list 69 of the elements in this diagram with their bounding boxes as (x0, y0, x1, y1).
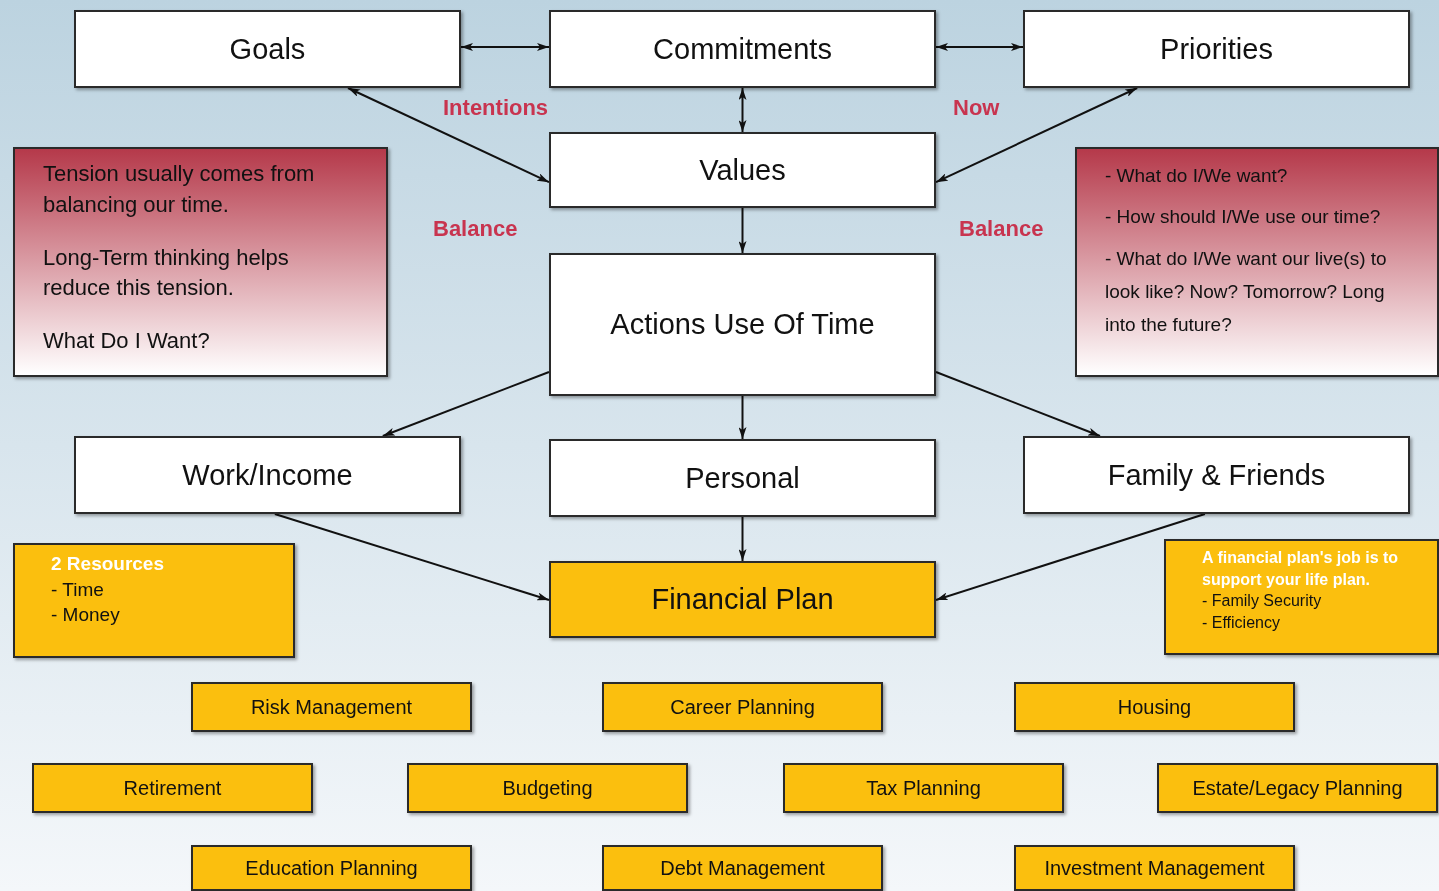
box-text: Actions Use Of Time (610, 308, 875, 341)
box-text: Investment Management (1044, 856, 1265, 880)
process-box (602, 845, 883, 891)
box-text: Tension usually comes from balancing our time. (43, 160, 316, 219)
process-box (74, 436, 461, 514)
arrow (738, 207, 747, 254)
box-text: Commitments (653, 32, 832, 66)
process-box (1014, 682, 1295, 732)
process-box (549, 253, 936, 396)
process-box (549, 561, 936, 638)
process-box (74, 10, 461, 88)
process-box (407, 763, 688, 813)
box-text: What Do I Want? (43, 327, 210, 356)
arrow (347, 87, 550, 184)
note-box (1075, 147, 1439, 377)
box-text: Values (699, 153, 786, 187)
box-text: Financial Plan (651, 583, 834, 616)
box-text: - Time (51, 577, 104, 602)
process-box (549, 132, 936, 208)
arrow (273, 513, 550, 601)
box-text: Education Planning (245, 856, 418, 880)
box-text: - Efficiency (1202, 612, 1280, 633)
process-box (602, 682, 883, 732)
box-text: Goals (229, 32, 306, 66)
annotation-text: Balance (959, 216, 1044, 242)
box-text: Budgeting (502, 776, 593, 800)
box-text: - What do I/We want? (1105, 164, 1288, 188)
annotation-text: Now (953, 95, 1000, 121)
arrow (935, 42, 1024, 51)
box-text: A financial plan's job is to support your life plan. (1202, 548, 1400, 590)
box-text: Family & Friends (1107, 458, 1326, 492)
arrow (460, 42, 550, 51)
annotation-text: Balance (433, 216, 518, 242)
process-box (783, 763, 1064, 813)
box-text: Long-Term thinking helps reduce this tension. (43, 243, 290, 303)
box-text: Risk Management (250, 695, 413, 719)
box-text: Tax Planning (866, 776, 981, 800)
box-text: - Family Security (1202, 591, 1322, 612)
box-text: Priorities (1160, 32, 1273, 66)
process-box (549, 10, 936, 88)
box-text: Career Planning (670, 695, 815, 719)
arrow (381, 371, 550, 437)
process-box (549, 439, 936, 517)
box-text: - How should I/We use our time? (1105, 205, 1381, 230)
arrow (738, 395, 747, 440)
process-box (1023, 436, 1410, 514)
annotation-text: Intentions (443, 95, 549, 121)
arrow (935, 87, 1139, 184)
box-text: Debt Management (660, 856, 825, 880)
box-text: - What do I/We want our live(s) to look like? Now? Tomorrow? Long into the future? (1105, 246, 1388, 337)
process-box (191, 845, 472, 891)
process-box (32, 763, 313, 813)
arrow (935, 371, 1101, 437)
process-box (1157, 763, 1438, 813)
process-box (1023, 10, 1410, 88)
box-text: Personal (685, 461, 800, 495)
box-text: - Money (51, 603, 120, 628)
box-text: 2 Resources (51, 552, 164, 576)
box-text: Work/Income (182, 458, 353, 492)
arrow (738, 87, 747, 133)
note-box (13, 147, 388, 377)
arrow (738, 516, 747, 562)
process-box (191, 682, 472, 732)
process-box (1014, 845, 1295, 891)
box-text: Retirement (123, 776, 222, 800)
note-box (13, 543, 295, 658)
box-text: Housing (1117, 695, 1192, 719)
box-text: Estate/Legacy Planning (1192, 776, 1403, 800)
note-box (1164, 539, 1439, 655)
